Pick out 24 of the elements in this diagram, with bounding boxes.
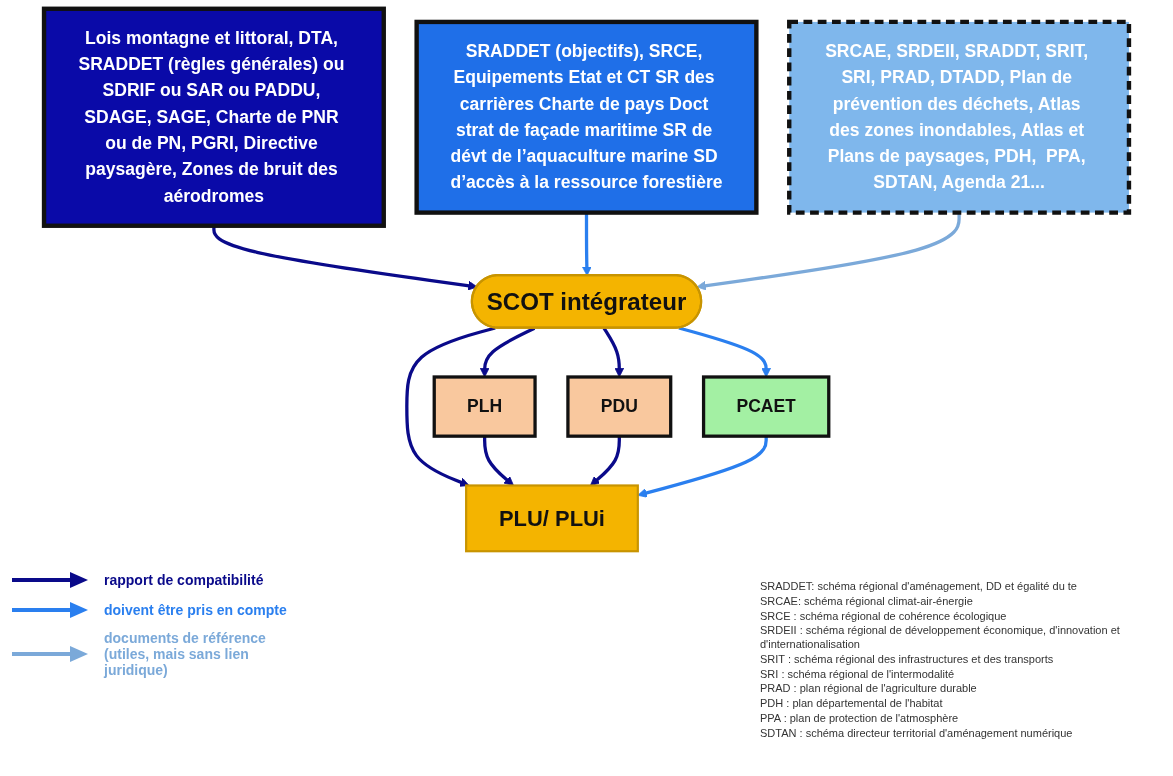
- node-box: PDU: [566, 375, 673, 438]
- node-box: PCAET: [701, 375, 831, 438]
- node-box: SRADDET (objectifs), SRCE, Equipements Etat et CT SR des carrières Charte de pays Doct strat de façade maritime SR de dévt de l’aquaculture marine SD d’accès à la ressource forestière: [414, 19, 759, 215]
- glossary-note: SDTAN : schéma directeur territorial d'aménagement numérique: [760, 726, 1074, 741]
- glossary-note: SRADDET: schéma régional d'aménagement, DD et égalité du te: [760, 580, 1078, 594]
- arrow: [483, 436, 514, 486]
- legend-text: documents de référence (utiles, mais sans lien juridique): [104, 630, 267, 678]
- glossary-note: SRCAE: schéma régional climat-air-énergie: [760, 594, 974, 609]
- glossary-note: SRCE : schéma régional de cohérence écologique: [760, 609, 1008, 624]
- glossary-note: PPA : plan de protection de l'atmosphère: [760, 711, 960, 726]
- node-box: SRCAE, SRDEII, SRADDT, SRIT, SRI, PRAD, DTADD, Plan de prévention des déchets, Atlas des zones inondables, Atlas et Plans de paysages, PDH, PPA, SDTAN, Agenda 21...: [787, 19, 1132, 215]
- glossary-note: PDH : plan départemental de l'habitat: [760, 697, 944, 711]
- node-box: PLH: [432, 375, 537, 438]
- node-box: PLU/ PLUi: [465, 484, 639, 553]
- glossary-note: SRDEII : schéma régional de développement économique, d'innovation et d'internationalisation: [760, 624, 1121, 652]
- node-box: Lois montagne et littoral, DTA, SRADDET (règles générales) ou SDRIF ou SAR ou PADDU, SDAGE, SAGE, Charte de PNR ou de PN, PGRI, Directive paysagère, Zones de bruit des aérodromes: [41, 6, 386, 228]
- arrow: [405, 326, 496, 487]
- arrow: [637, 436, 768, 498]
- glossary-note: SRI : schéma régional de l'intermodalité: [760, 667, 956, 682]
- arrow: [590, 436, 621, 486]
- legend-text: rapport de compatibilité: [104, 572, 264, 588]
- glossary-note: SRIT : schéma régional des infrastructures et des transports: [760, 652, 1055, 667]
- glossary-note: PRAD : plan régional de l'agriculture durable: [760, 682, 978, 696]
- legend-text: doivent être pris en compte: [104, 602, 287, 618]
